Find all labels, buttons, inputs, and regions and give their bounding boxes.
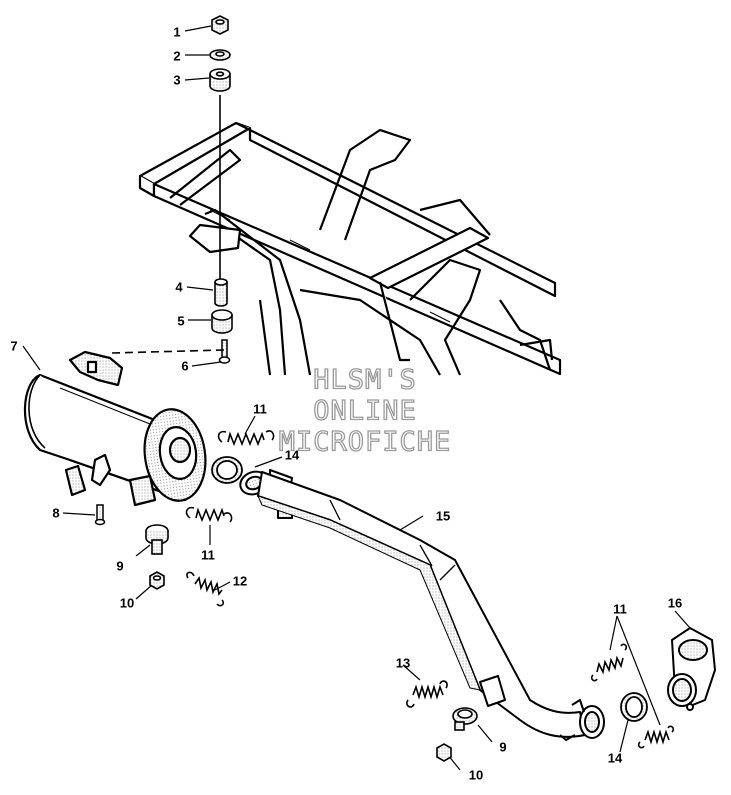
- callout-11-right: 11: [613, 601, 627, 617]
- callout-15: 15: [435, 508, 451, 524]
- frame: [138, 121, 562, 376]
- dashed-mount-line: [111, 349, 225, 354]
- callout-14-lower: 14: [607, 750, 623, 766]
- grommet: [211, 309, 233, 334]
- callout-14-upper: 14: [284, 447, 300, 463]
- washer: [209, 49, 231, 61]
- spacer: [214, 278, 228, 307]
- callout-11-upper: 11: [253, 401, 267, 417]
- callout-5: 5: [177, 313, 185, 329]
- nut-10-upper: [149, 571, 165, 590]
- callout-12: 12: [232, 573, 248, 589]
- rubber-mount-upper: [145, 524, 169, 555]
- rubber-mount-lower: [452, 707, 478, 731]
- bolt-8: [94, 504, 106, 526]
- leader-lines: [22, 25, 691, 771]
- muffler: [23, 350, 207, 507]
- gaskets: [211, 456, 648, 722]
- springs: [185, 430, 675, 749]
- callout-9-upper: 9: [116, 558, 124, 574]
- bolt-6: [218, 339, 231, 364]
- callout-4: 4: [175, 279, 183, 295]
- header-pipe: [239, 469, 605, 741]
- callout-6: 6: [181, 358, 189, 374]
- callout-9-lower: 9: [499, 739, 507, 755]
- spark-arrestor: [667, 626, 717, 711]
- callout-10-lower: 10: [468, 767, 484, 783]
- callout-10-upper: 10: [119, 595, 135, 611]
- callout-13: 13: [395, 655, 411, 671]
- callout-3: 3: [173, 72, 181, 88]
- callout-2: 2: [173, 48, 181, 64]
- callout-8: 8: [52, 505, 60, 521]
- nut: [211, 15, 229, 35]
- callout-16: 16: [667, 595, 683, 611]
- callout-11-middle: 11: [201, 547, 215, 563]
- callout-1: 1: [173, 24, 181, 40]
- nut-10-lower: [436, 743, 452, 762]
- callout-7: 7: [10, 338, 18, 354]
- bushing-top: [209, 68, 231, 92]
